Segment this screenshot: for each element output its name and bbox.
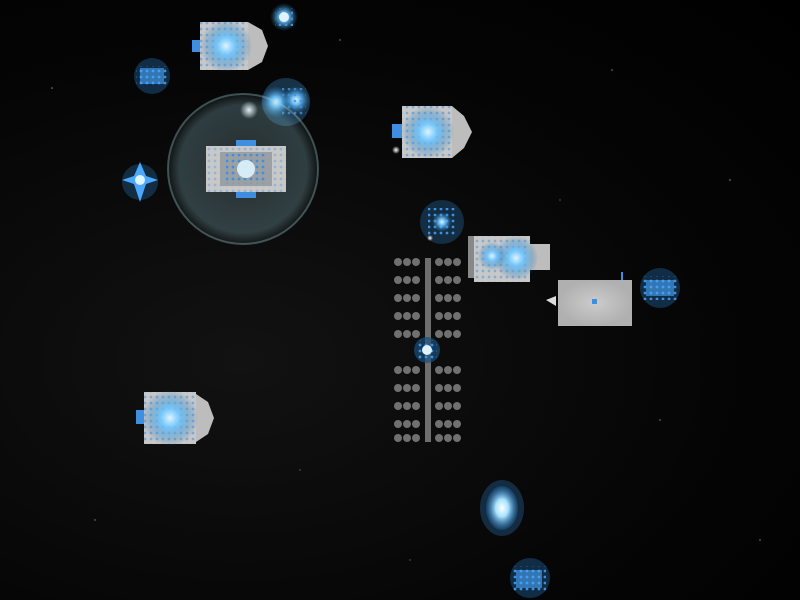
ship-capital-3[interactable] — [468, 236, 550, 282]
player-ship[interactable] — [167, 93, 319, 245]
ship-drone-1[interactable] — [270, 3, 298, 31]
ship-capital-4[interactable] — [136, 390, 214, 446]
ship-capital-2[interactable] — [392, 106, 472, 158]
ship-capital-1[interactable] — [192, 20, 268, 72]
ship-drone-5[interactable] — [640, 268, 680, 308]
ship-drone-4[interactable] — [420, 200, 464, 244]
ship-drone-2[interactable] — [134, 58, 170, 94]
starfield — [51, 39, 761, 561]
space-station[interactable] — [394, 258, 461, 442]
player-hull[interactable] — [206, 140, 286, 198]
ship-drone-6[interactable] — [510, 558, 550, 598]
ship-fighter[interactable] — [122, 162, 158, 202]
cargo-container[interactable] — [546, 272, 632, 326]
energy-orb[interactable] — [480, 480, 524, 536]
